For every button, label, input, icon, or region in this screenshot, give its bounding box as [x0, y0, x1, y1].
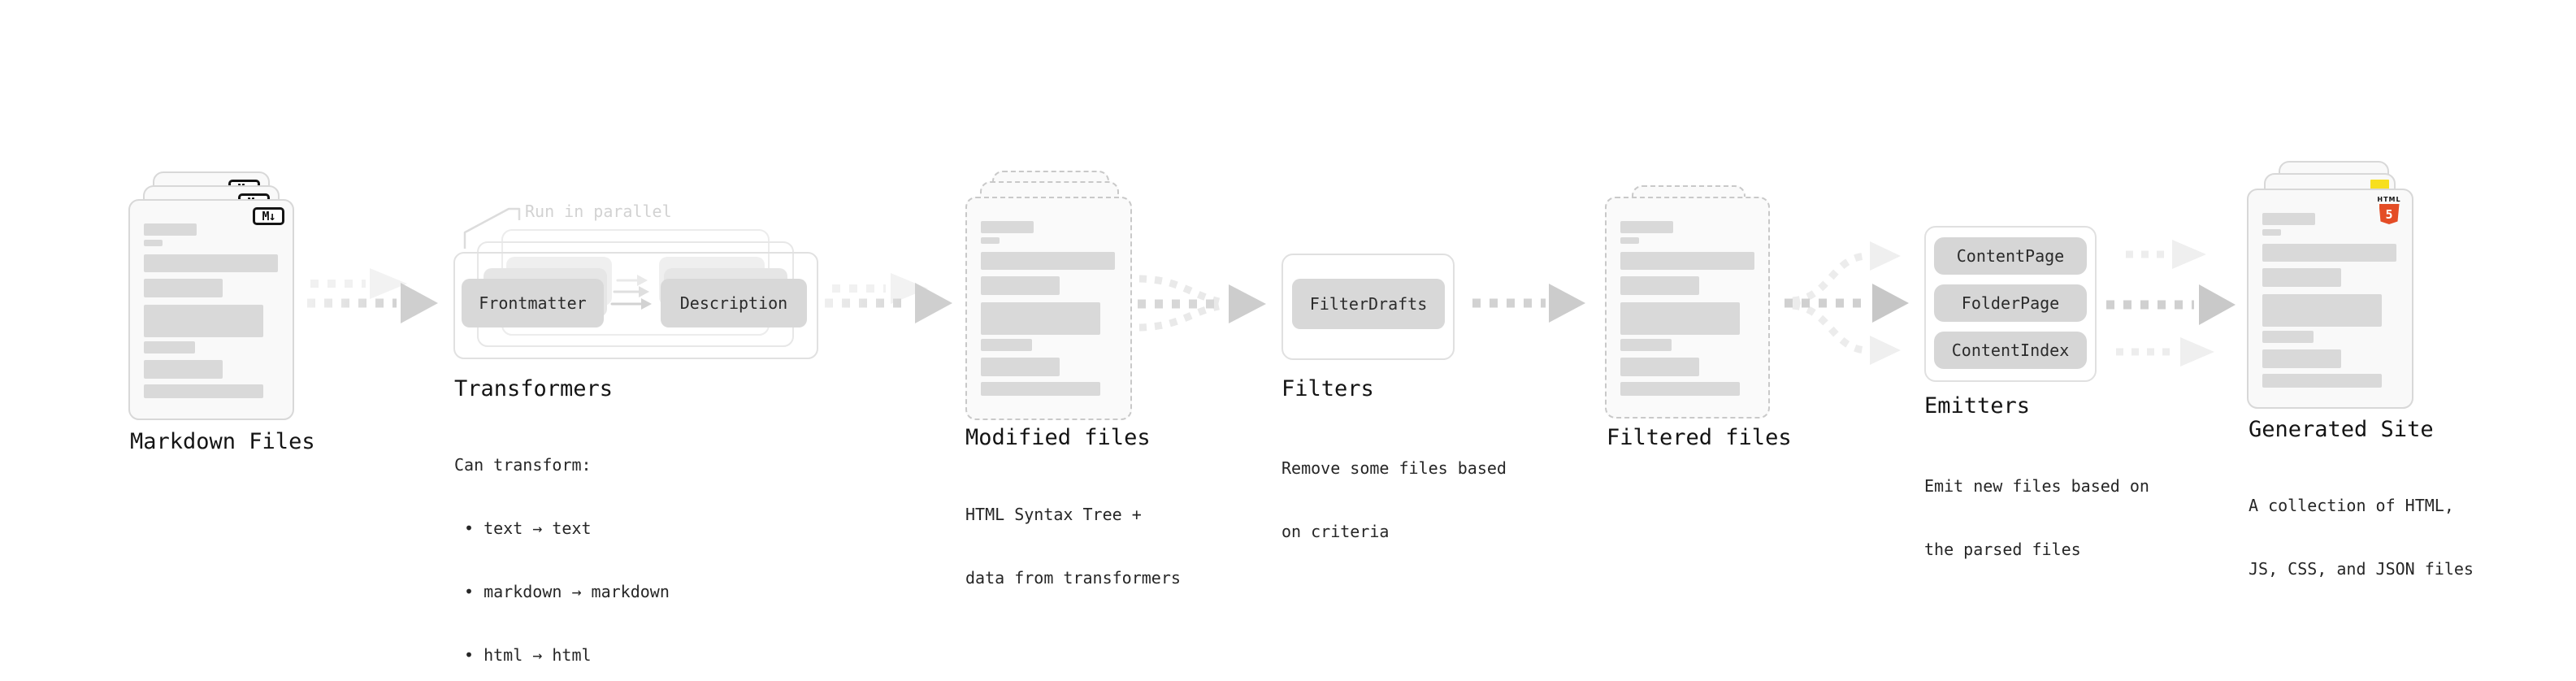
doc-text-bar — [1620, 382, 1740, 396]
arrow-markdown-to-transformers — [307, 268, 438, 323]
doc-text-bars — [144, 223, 280, 398]
stage-label-transformers: Transformers — [454, 376, 614, 401]
transformer-pill-arrows — [610, 275, 652, 310]
desc-bullet: • text → text — [464, 518, 592, 538]
html5-icon-label: HTML — [2377, 196, 2401, 203]
emitter-pill-contentpage: ContentPage — [1934, 237, 2087, 275]
doc-card-front — [1605, 197, 1770, 419]
run-in-parallel-note: Run in parallel — [525, 202, 672, 221]
stage-label-modified-files: Modified files — [965, 425, 1151, 450]
doc-text-bar — [144, 254, 278, 272]
doc-text-bar — [1620, 302, 1740, 335]
doc-text-bar — [144, 360, 223, 379]
doc-text-bar — [2262, 268, 2341, 287]
js-icon — [2370, 180, 2389, 189]
modified-files-stack — [965, 159, 1132, 421]
doc-text-bar — [981, 302, 1100, 335]
html5-icon: HTML 5 — [2375, 196, 2403, 224]
doc-text-bar — [2262, 294, 2382, 327]
emitter-pill-folderpage: FolderPage — [1934, 284, 2087, 322]
desc-line: the parsed files — [1924, 540, 2081, 559]
doc-text-bars — [1620, 221, 1756, 396]
desc-line: on criteria — [1281, 522, 1390, 541]
transformer-pill-description: Description — [661, 279, 807, 327]
desc-line: data from transformers — [965, 568, 1181, 588]
doc-text-bar — [144, 279, 223, 297]
arrow-modified-to-filters — [1138, 275, 1266, 332]
doc-card-front: HTML 5 — [2247, 189, 2413, 409]
doc-text-bar — [981, 382, 1100, 396]
doc-text-bar — [2262, 349, 2341, 368]
desc-line: JS, CSS, and JSON files — [2249, 559, 2474, 579]
desc-line: Emit new files based on — [1924, 476, 2149, 496]
arrow-filters-to-filtered — [1472, 284, 1585, 323]
stage-label-markdown-files: Markdown Files — [130, 429, 315, 454]
doc-text-bars — [2262, 213, 2400, 388]
html5-icon-shield: 5 — [2379, 204, 2400, 224]
doc-text-bar — [981, 358, 1060, 376]
stage-label-generated-site: Generated Site — [2249, 417, 2434, 442]
doc-text-bar — [981, 237, 1000, 244]
desc-bullet: • markdown → markdown — [464, 582, 670, 601]
markdown-files-stack: M↓ M↓ M↓ — [128, 161, 294, 421]
doc-text-bar — [144, 341, 195, 354]
arrow-emitters-to-generated — [2106, 240, 2236, 367]
transformer-pill-frontmatter: Frontmatter — [462, 279, 604, 327]
stage-label-filtered-files: Filtered files — [1607, 425, 1792, 450]
run-in-parallel-callout-line — [463, 207, 521, 249]
doc-text-bar — [981, 221, 1034, 233]
desc-bullet: • html → html — [464, 645, 592, 665]
doc-text-bar — [1620, 252, 1754, 270]
doc-text-bar — [2262, 374, 2382, 388]
markdown-icon: M↓ — [253, 207, 284, 225]
doc-text-bar — [2262, 229, 2281, 236]
desc-line: HTML Syntax Tree + — [965, 505, 1142, 524]
doc-text-bar — [144, 223, 197, 236]
doc-card-front: M↓ — [128, 199, 294, 420]
doc-text-bar — [144, 384, 263, 398]
stage-description-generated: A collection of HTML, JS, CSS, and JSON … — [2249, 453, 2474, 622]
stage-description-emitters: Emit new files based on the parsed files — [1924, 433, 2149, 602]
desc-title: Can transform: — [454, 455, 592, 475]
doc-text-bar — [2262, 213, 2315, 225]
stage-label-filters: Filters — [1281, 376, 1374, 401]
desc-line: Remove some files based — [1281, 458, 1507, 478]
stage-description-filters: Remove some files based on criteria — [1281, 415, 1507, 584]
arrow-transformers-to-modified — [825, 273, 952, 323]
doc-text-bar — [1620, 358, 1699, 376]
filter-pill-filterdrafts: FilterDrafts — [1292, 279, 1445, 329]
doc-text-bars — [981, 221, 1118, 396]
stage-label-emitters: Emitters — [1924, 393, 2031, 419]
filtered-files-stack — [1605, 174, 1770, 419]
generated-site-stack: CSS HTML 5 — [2247, 150, 2413, 409]
doc-card-front — [965, 197, 1132, 420]
doc-text-bar — [2262, 244, 2396, 262]
doc-text-bar — [2262, 331, 2314, 343]
doc-text-bar — [1620, 237, 1639, 244]
doc-text-bar — [1620, 221, 1673, 233]
stage-description-modified: HTML Syntax Tree + data from transformer… — [965, 462, 1181, 631]
doc-text-bar — [1620, 276, 1699, 295]
doc-text-bar — [981, 276, 1060, 295]
stage-description-transformers: Can transform: • text → text • markdown … — [454, 412, 670, 681]
doc-text-bar — [144, 240, 163, 246]
desc-line: A collection of HTML, — [2249, 496, 2454, 515]
arrow-filtered-to-emitters — [1785, 241, 1909, 365]
doc-text-bar — [981, 252, 1115, 270]
transformer-box-front — [453, 252, 818, 359]
emitter-pill-contentindex: ContentIndex — [1934, 332, 2087, 369]
doc-text-bar — [144, 305, 263, 337]
doc-text-bar — [981, 339, 1032, 351]
doc-text-bar — [1620, 339, 1672, 351]
